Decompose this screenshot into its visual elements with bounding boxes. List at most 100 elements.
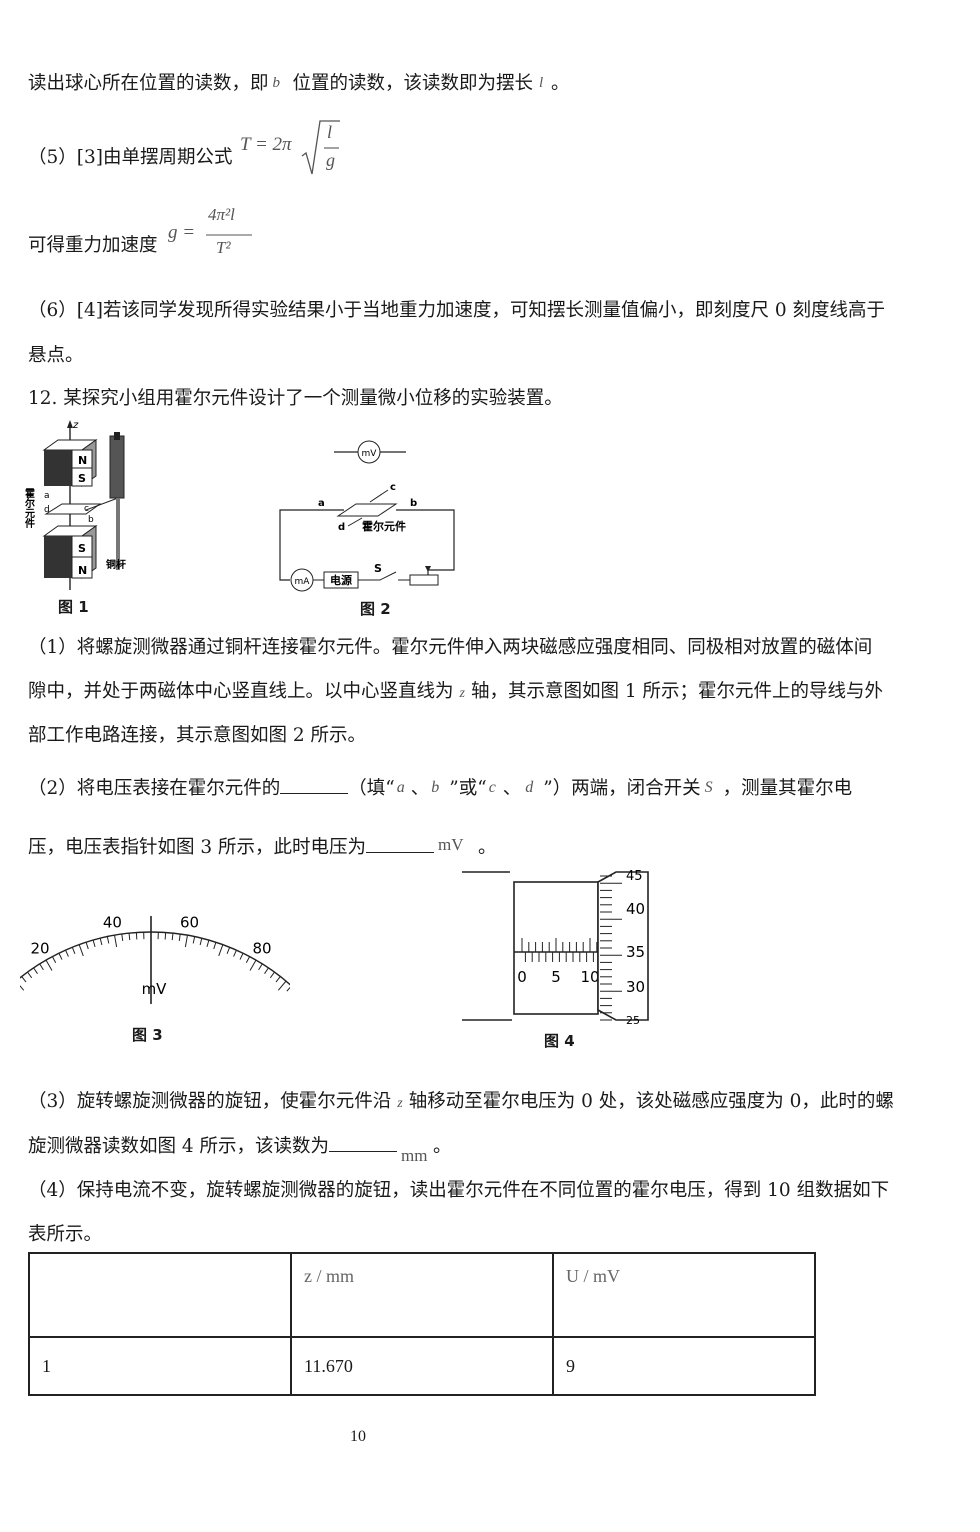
data-table: z / mm U / mV 1 11.670 9 — [28, 1252, 816, 1396]
sleeve-ticks — [521, 938, 598, 962]
text: 。 — [478, 837, 497, 858]
thimble-ticks — [600, 875, 622, 1021]
dial-tick — [218, 944, 224, 957]
dial-label: 60 — [180, 913, 199, 931]
period-formula: T = 2π l g — [238, 116, 348, 178]
text: 、 — [502, 778, 522, 799]
fig1-label-a: a — [44, 491, 50, 501]
dial-tick — [106, 936, 110, 944]
text-line-3: 可得重力加速度 — [28, 234, 158, 258]
text: 、 — [410, 778, 430, 799]
text: 。 — [551, 73, 570, 94]
table-header-U: U / mV — [552, 1252, 816, 1338]
dial-label: 20 — [30, 940, 49, 958]
figure-3-caption: 图 3 — [132, 1026, 163, 1044]
text: 隙中，并处于两磁体中心竖直线上。以中心竖直线为 — [28, 681, 454, 702]
text: ”）两端，闭合开关 — [543, 778, 701, 799]
para-4-line-2: 表所示。 — [28, 1224, 103, 1245]
fig2-label-d: d — [338, 522, 345, 533]
dial-tick — [239, 953, 244, 960]
dial-tick — [199, 938, 203, 946]
table-cell-index: 1 — [28, 1336, 292, 1396]
text: 压，电压表指针如图 3 所示，此时电压为 — [28, 837, 367, 858]
dial-tick — [277, 980, 287, 991]
north-pole-upper: N — [78, 454, 87, 467]
dial-tick — [178, 933, 181, 942]
answer-blank-voltage[interactable] — [366, 834, 435, 853]
formula-den: T² — [216, 238, 231, 257]
fig2-hall-label: 霍尔元件 — [362, 519, 406, 533]
dial-tick — [192, 936, 196, 944]
var-l: l — [539, 75, 544, 91]
gravity-formula: g = 4π²l T² — [166, 202, 276, 264]
south-pole-upper: S — [78, 472, 86, 485]
dial-tick — [71, 947, 76, 954]
formula-T: T = 2π — [240, 134, 292, 155]
ammeter-label: mA — [295, 577, 311, 587]
dial-tick — [21, 976, 27, 983]
dial-tick — [226, 947, 231, 954]
dial-labels: 020406080100 — [30, 913, 271, 958]
dial-tick — [65, 949, 69, 957]
dial-tick — [99, 938, 103, 946]
dial-tick — [128, 933, 131, 941]
dial-tick — [184, 935, 188, 948]
sleeve-label-5: 5 — [551, 968, 561, 986]
formula-den-g: g — [326, 150, 335, 170]
para-2-line-2: 压，电压表指针如图 3 所示，此时电压为 mV 。 — [28, 834, 497, 860]
text: ，测量其霍尔电 — [722, 778, 853, 799]
dial-tick — [275, 976, 281, 983]
text: 读出球心所在位置的读数，即 — [28, 73, 269, 94]
thimble-label-25: 25 — [626, 1014, 640, 1026]
text-line-2: （5）[3]由单摆周期公式 — [28, 146, 232, 170]
dial-label: 80 — [252, 940, 271, 958]
dial-tick — [249, 959, 257, 971]
fig1-label-d: d — [44, 505, 50, 515]
power-source-label: 电源 — [330, 573, 352, 587]
dial-tick — [20, 985, 25, 991]
dial-tick — [39, 963, 44, 971]
dial-tick — [264, 967, 269, 974]
dial-tick — [206, 939, 210, 948]
dial-tick — [286, 986, 290, 992]
table-cell-z: 11.670 — [290, 1336, 554, 1396]
dial-tick — [85, 942, 89, 950]
figure-4-micrometer: 0 5 10 45 40 35 30 25 — [462, 869, 649, 1026]
text-line-4: （6）[4]若该同学发现所得实验结果小于当地重力加速度，可知摆长测量值偏小，即刻… — [28, 300, 886, 321]
figure-3-voltmeter-dial: 020406080100 mV — [20, 913, 290, 1004]
sqrt-sign — [301, 120, 340, 175]
text: （3）旋转螺旋测微器的旋钮，使霍尔元件沿 — [28, 1091, 392, 1112]
thimble-label-30: 30 — [626, 978, 645, 996]
dial-tick — [121, 933, 124, 942]
answer-blank-terminals[interactable] — [280, 775, 349, 794]
dial-tick — [51, 956, 57, 963]
text: （2）将电压表接在霍尔元件的 — [28, 778, 281, 799]
fig1-label-c: c — [84, 504, 89, 514]
text: 轴，其示意图如图 1 所示；霍尔元件上的导线与外 — [470, 681, 884, 702]
dial-tick — [233, 949, 237, 957]
thimble-label-35: 35 — [626, 943, 645, 961]
thimble — [597, 871, 649, 1021]
copper-rod-label: 铜杆 — [106, 558, 126, 571]
dial-tick — [213, 942, 217, 950]
unit-mm: mm — [401, 1146, 428, 1165]
answer-blank-reading[interactable] — [329, 1133, 398, 1152]
dial-label: 40 — [103, 913, 122, 931]
dial-tick — [258, 963, 263, 971]
var-b: b — [272, 75, 281, 91]
table-cell-U: 9 — [552, 1336, 816, 1396]
table-row: 1 11.670 9 — [28, 1336, 816, 1396]
dial-tick — [45, 959, 53, 971]
text: 轴移动至霍尔电压为 0 处，该处磁感应强度为 0，此时的螺 — [408, 1091, 894, 1112]
sleeve-label-10: 10 — [580, 968, 599, 986]
dial-ticks — [20, 931, 290, 992]
unit-mV: mV — [438, 835, 464, 854]
text: 。 — [433, 1136, 452, 1157]
text: （填“ — [348, 778, 395, 799]
south-pole-lower: S — [78, 542, 86, 555]
thimble-label-45: 45 — [626, 869, 643, 884]
table-header-row: z / mm U / mV — [28, 1252, 816, 1338]
figure-2-circuit: mV a b c d 霍尔元件 mA 电源 S — [279, 440, 455, 592]
